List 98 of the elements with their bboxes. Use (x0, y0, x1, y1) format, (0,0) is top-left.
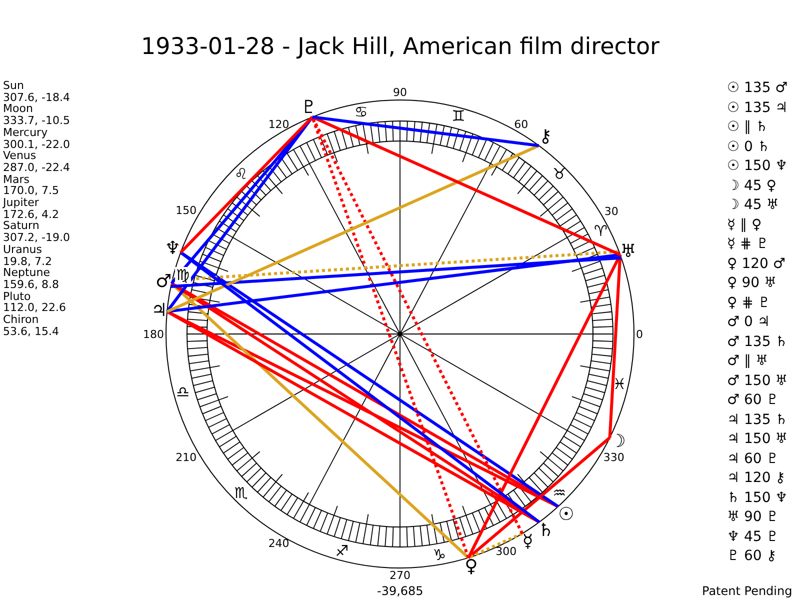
aspect-line (467, 436, 611, 559)
aspect-entry: ♇ 60 ⚷ (727, 549, 777, 563)
planet-symbol: ♅ (620, 242, 636, 261)
planet-name: Sun (3, 80, 24, 91)
degree-number: 330 (603, 452, 624, 463)
zodiac-symbol: ♊ (452, 109, 466, 124)
aspect-line (172, 250, 620, 282)
planet-symbol: ⚷ (538, 128, 552, 146)
aspect-entry: ☉ 135 ♂ (727, 81, 788, 95)
degree-number: 90 (393, 87, 407, 98)
aspect-entry: ♄ 150 ♆ (727, 490, 788, 504)
zodiac-symbol: ♑ (432, 548, 446, 564)
planet-name: Jupiter (3, 197, 39, 208)
zodiac-symbol: ♍ (175, 267, 191, 284)
planet-symbol: ☉ (558, 506, 574, 524)
degree-number: 240 (268, 538, 290, 550)
aspect-line (311, 116, 524, 534)
degree-number: 180 (143, 328, 164, 340)
degree-number: 300 (496, 546, 517, 558)
planet-name: Mercury (3, 126, 48, 138)
aspect-entry: ♂ 150 ♅ (727, 374, 788, 388)
aspect-line (166, 253, 620, 314)
zodiac-symbol: ♓ (612, 377, 626, 392)
aspect-entry: ☉ 150 ♆ (727, 159, 788, 173)
zodiac-symbol: ♎ (176, 384, 190, 400)
planet-coordinates: 19.8, 7.2 (3, 256, 52, 266)
planet-symbol: ☿ (522, 533, 534, 552)
aspect-line (170, 256, 622, 288)
aspect-entry: ♀ 120 ♂ (727, 256, 786, 270)
aspect-line (468, 532, 523, 560)
planet-coordinates: 112.0, 22.6 (3, 302, 66, 314)
aspect-entry: ♃ 150 ♅ (727, 432, 788, 446)
planet-name: Saturn (3, 220, 40, 232)
aspect-entry: ☉ 0 ♄ (727, 140, 770, 154)
zodiac-symbol: ♒ (552, 486, 566, 501)
aspect-entry: ♂ 60 ♇ (727, 393, 779, 407)
planet-name: Venus (3, 150, 36, 162)
aspect-entry: ♅ 90 ♇ (727, 510, 779, 524)
planet-coordinates: 172.6, 4.2 (3, 208, 59, 220)
planet-name: Chiron (3, 314, 39, 325)
aspect-entry: ♂ ∥ ♅ (727, 354, 768, 368)
aspect-entry: ☉ 135 ♃ (727, 100, 788, 114)
zodiac-symbol: ♉ (552, 167, 566, 182)
planet-symbol: ☽ (610, 432, 626, 451)
zodiac-symbol: ♋ (354, 104, 368, 120)
degree-number: 150 (176, 205, 197, 216)
planet-symbol: ♀ (464, 558, 478, 576)
aspect-entry: ♆ 45 ♇ (727, 530, 779, 544)
planet-coordinates: 53.6, 15.4 (3, 326, 59, 337)
aspect-entry: ♃ 60 ♇ (727, 452, 779, 466)
planet-name: Moon (3, 103, 33, 114)
aspect-line (312, 116, 540, 148)
degree-number: 120 (268, 118, 290, 130)
zodiac-symbol: ♏ (234, 486, 248, 501)
aspect-entry: ☿ ∥ ♀ (727, 218, 762, 232)
planet-symbol: ♄ (538, 522, 554, 540)
degree-number: 60 (514, 118, 528, 130)
aspect-entry: ☿ ⋕ ♇ (727, 237, 769, 251)
aspect-entry: ☽ 45 ♅ (727, 198, 779, 212)
planet-coordinates: 333.7, -10.5 (3, 115, 70, 126)
aspect-line (166, 144, 540, 313)
planet-name: Uranus (3, 244, 42, 255)
zodiac-symbol: ♈ (594, 224, 608, 240)
aspect-line (180, 116, 314, 254)
zodiac-symbol: ♌ (234, 167, 248, 182)
aspect-line (170, 282, 470, 559)
planet-coordinates: 287.0, -22.4 (3, 162, 70, 173)
patent-notice: Patent Pending (702, 585, 792, 597)
planet-coordinates: 307.2, -19.0 (3, 232, 70, 244)
planet-name: Mars (3, 174, 30, 185)
aspect-entry: ♀ 90 ♅ (727, 276, 777, 290)
planet-coordinates: 300.1, -22.0 (3, 138, 70, 150)
degree-number: 270 (390, 570, 410, 581)
degree-number: 0 (636, 328, 643, 340)
degree-number: 210 (176, 452, 197, 463)
planet-name: Neptune (3, 267, 50, 278)
aspect-entry: ♃ 120 ⚷ (727, 471, 786, 485)
aspect-line (312, 116, 621, 256)
planet-symbol: ♃ (151, 302, 168, 320)
degree-number: 30 (604, 206, 618, 218)
planet-name: Pluto (3, 290, 31, 302)
score-number: -39,685 (377, 585, 424, 597)
aspect-line (608, 254, 622, 438)
planet-symbol: ♇ (300, 99, 317, 118)
planet-coordinates: 159.6, 8.8 (3, 278, 59, 290)
aspect-entry: ♀ ⋕ ♇ (727, 296, 770, 310)
chart-title: 1933-01-28 - Jack Hill, American film director (141, 36, 660, 58)
aspect-entry: ☉ ∥ ♄ (727, 120, 768, 134)
planet-symbol: ♆ (164, 240, 181, 258)
planet-coordinates: 307.6, -18.4 (3, 92, 70, 103)
planet-coordinates: 170.0, 7.5 (3, 185, 59, 196)
aspect-entry: ♂ 0 ♃ (727, 315, 770, 329)
aspect-entry: ♂ 135 ♄ (727, 334, 788, 348)
planet-symbol: ♂ (156, 272, 172, 291)
aspect-line (467, 254, 622, 558)
aspect-entry: ♃ 135 ♄ (727, 412, 788, 426)
aspect-entry: ☽ 45 ♀ (727, 178, 777, 192)
zodiac-symbol: ♐ (335, 544, 349, 559)
